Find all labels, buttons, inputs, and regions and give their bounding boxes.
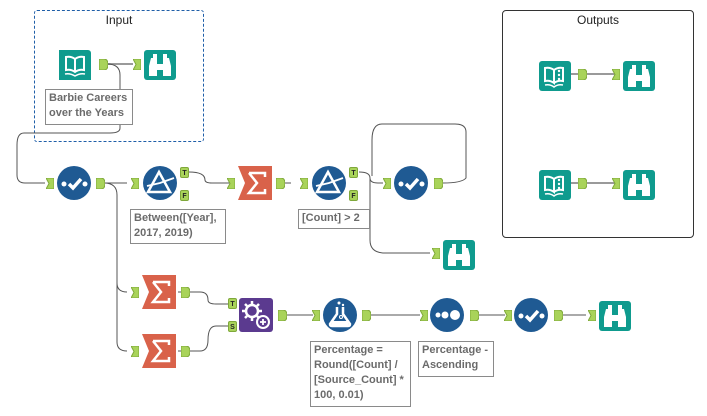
append-fields-tool[interactable] [238, 297, 274, 333]
browse-tool[interactable] [621, 57, 657, 93]
sort-annotation: Percentage - Ascending [418, 341, 494, 377]
input-anchor[interactable] [504, 310, 512, 321]
book-dots-icon [539, 170, 571, 200]
binoculars-icon [599, 301, 631, 331]
summarize-tool[interactable] [141, 274, 177, 310]
input-anchor[interactable] [131, 178, 139, 189]
input-anchor[interactable] [312, 310, 320, 321]
summarize-tool[interactable] [237, 165, 273, 201]
input-anchor[interactable] [131, 287, 139, 298]
browse-tool[interactable] [441, 236, 477, 272]
input-anchor[interactable] [420, 310, 428, 321]
input-anchor[interactable] [432, 248, 440, 259]
prism-filter-icon [143, 166, 177, 200]
input-data-tool[interactable] [57, 46, 93, 82]
output-anchor[interactable] [362, 310, 371, 321]
outputs-container-title: Outputs [576, 13, 620, 27]
dots-sort-icon [430, 298, 464, 332]
output-anchor[interactable] [554, 310, 563, 321]
output-anchor[interactable] [99, 59, 108, 70]
output-anchor[interactable] [578, 69, 587, 80]
browse-tool[interactable] [621, 166, 657, 202]
filter-tool[interactable] [311, 165, 347, 201]
output-anchor[interactable] [578, 178, 587, 189]
sigma-icon [142, 275, 176, 309]
checkmark-dots-icon [514, 298, 548, 332]
flask-icon [323, 298, 357, 332]
binoculars-icon [443, 240, 475, 270]
gears-plus-icon [239, 298, 273, 332]
output-data-tool[interactable] [537, 57, 573, 93]
input-anchor[interactable] [612, 69, 620, 80]
true-anchor[interactable]: T [349, 167, 358, 178]
input-anchor[interactable] [383, 178, 391, 189]
formula-annotation: Percentage = Round([Count] / [Source_Cou… [310, 341, 411, 407]
input-anchor[interactable] [300, 178, 308, 189]
book-dots-icon [539, 61, 571, 91]
filter-tool[interactable] [142, 165, 178, 201]
checkmark-dots-icon [394, 166, 428, 200]
output-anchor[interactable] [470, 310, 479, 321]
browse-tool[interactable] [597, 297, 633, 333]
input-anchor[interactable] [612, 178, 620, 189]
sigma-icon [238, 166, 272, 200]
sort-tool[interactable] [429, 297, 465, 333]
input-anchor[interactable] [588, 310, 596, 321]
checkmark-dots-icon [57, 166, 91, 200]
input-data-annotation: Barbie Careers over the Years [45, 89, 133, 125]
false-anchor[interactable]: F [180, 190, 189, 201]
output-anchor[interactable] [276, 178, 285, 189]
prism-filter-icon [312, 166, 346, 200]
output-data-tool[interactable] [537, 166, 573, 202]
true-anchor[interactable]: T [180, 167, 189, 178]
output-anchor[interactable] [96, 178, 105, 189]
binoculars-icon [623, 61, 655, 91]
input-anchor[interactable] [133, 59, 141, 70]
filter-annotation: Between([Year], 2017, 2019) [130, 209, 226, 244]
input-container[interactable]: Input [34, 10, 204, 142]
output-anchor[interactable] [434, 178, 443, 189]
browse-tool[interactable] [142, 46, 178, 82]
binoculars-icon [144, 50, 176, 80]
false-anchor[interactable]: F [349, 190, 358, 201]
outputs-container[interactable]: Outputs [502, 10, 694, 238]
select-tool[interactable] [513, 297, 549, 333]
sigma-icon [142, 334, 176, 368]
output-anchor[interactable] [181, 346, 190, 357]
select-tool[interactable] [56, 165, 92, 201]
input-container-title: Input [105, 13, 133, 27]
output-anchor[interactable] [181, 287, 190, 298]
book-icon [59, 50, 91, 80]
filter-annotation: [Count] > 2 [298, 209, 370, 229]
input-anchor[interactable] [227, 178, 235, 189]
target-anchor[interactable]: T [228, 298, 237, 309]
select-tool[interactable] [393, 165, 429, 201]
source-anchor[interactable]: S [228, 321, 237, 332]
formula-tool[interactable] [322, 297, 358, 333]
input-anchor[interactable] [131, 346, 139, 357]
summarize-tool[interactable] [141, 333, 177, 369]
output-anchor[interactable] [278, 310, 287, 321]
input-anchor[interactable] [46, 178, 54, 189]
binoculars-icon [623, 170, 655, 200]
